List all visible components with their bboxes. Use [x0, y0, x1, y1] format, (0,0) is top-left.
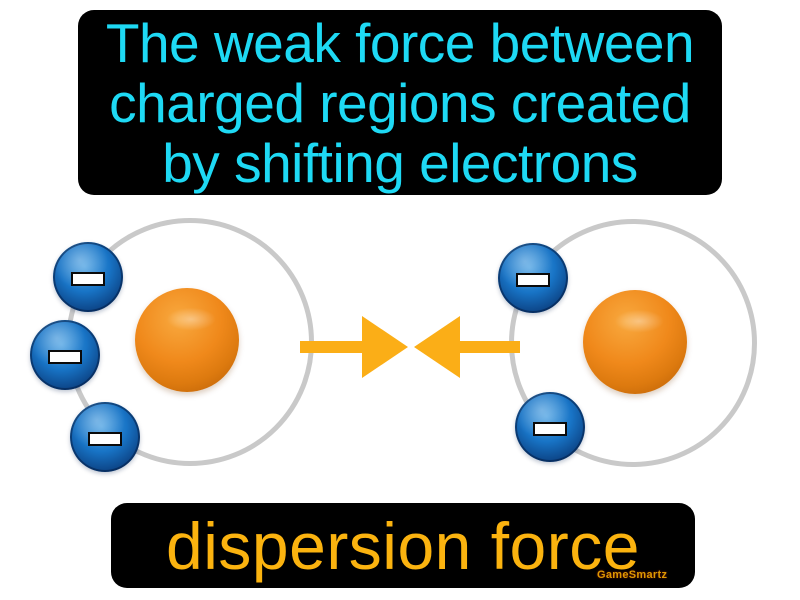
minus-icon [533, 422, 567, 437]
nucleus-left [135, 288, 239, 392]
electron [53, 242, 123, 312]
definition-box: The weak force between charged regions c… [78, 10, 722, 195]
minus-icon [516, 273, 550, 288]
electron [515, 392, 585, 462]
definition-line-3: by shifting electrons [162, 131, 638, 194]
electron [30, 320, 100, 390]
term-label: dispersion force [166, 508, 640, 583]
electron-orbit-right [509, 219, 757, 467]
definition-line-1: The weak force between [105, 11, 695, 74]
electron [498, 243, 568, 313]
left-pointing-arrow-icon [414, 316, 460, 378]
electron [70, 402, 140, 472]
electron-orbit-left [66, 218, 314, 466]
term-box: dispersion force [111, 503, 695, 588]
minus-icon [48, 350, 82, 365]
minus-icon [71, 272, 105, 287]
right-pointing-arrow-icon [362, 316, 408, 378]
left-pointing-arrow-shaft [458, 341, 520, 353]
right-pointing-arrow-shaft [300, 341, 364, 353]
definition-line-2: charged regions created [109, 71, 691, 134]
nucleus-right [583, 290, 687, 394]
minus-icon [88, 432, 122, 447]
watermark: GameSmartz [597, 569, 668, 581]
